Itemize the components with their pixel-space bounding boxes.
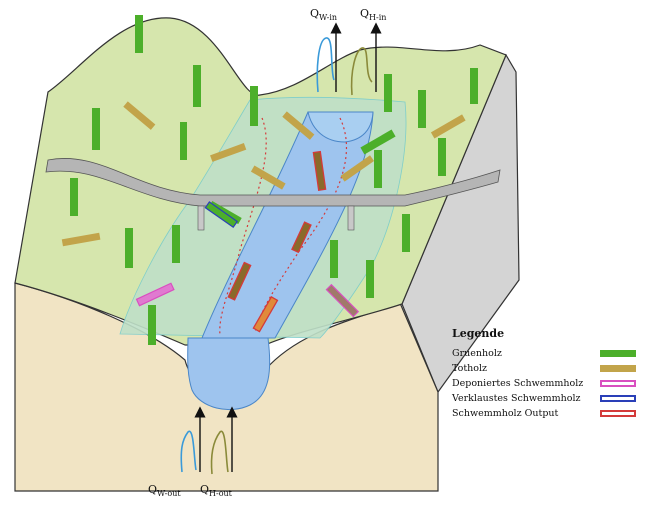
- green-wood-log: [418, 90, 426, 128]
- water-outflow-hydrograph: [180, 430, 197, 473]
- road: [45, 158, 501, 207]
- legend-item-deposited: Deponiertes Schwemmholz: [452, 378, 644, 391]
- green-wood-log: [172, 225, 180, 263]
- legend-item-output: Schwemmholz Output: [452, 408, 644, 421]
- blocked-driftwood: [204, 201, 239, 229]
- wood-inflow-hydrograph: [350, 47, 373, 96]
- legend-item-label: Totholz: [452, 363, 488, 374]
- green-wood-log: [360, 129, 396, 155]
- q-h-out-label: QH-out: [200, 483, 232, 499]
- legend-swatch-green-wood: [600, 350, 636, 357]
- inlet-pool: [307, 111, 374, 143]
- dead-wood-log: [340, 155, 375, 182]
- legend-item-label: Verklaustes Schwemmholz: [452, 393, 581, 404]
- legend-item-label: Schwemmholz Output: [452, 408, 559, 419]
- q-w-out-label: QW-out: [148, 483, 181, 499]
- green-wood-log: [330, 240, 338, 278]
- green-wood-log: [135, 15, 143, 53]
- deposited-driftwood: [325, 283, 360, 318]
- dead-wood-log: [282, 111, 315, 140]
- legend: Legende Gruenholz Totholz Deponiertes Sc…: [452, 327, 644, 423]
- legend-swatch-blocked: [600, 395, 636, 402]
- driftwood-output-log: [252, 296, 279, 333]
- dead-wood-log: [430, 114, 466, 139]
- green-wood-log: [402, 214, 410, 252]
- q-w-in-label: QW-in: [310, 7, 338, 23]
- deposited-driftwood: [135, 282, 175, 307]
- driftwood-output-log: [291, 221, 312, 254]
- green-wood-log: [470, 68, 478, 104]
- wood-outflow-hydrograph: [210, 430, 229, 475]
- green-wood-log: [70, 178, 78, 216]
- dead-wood-log: [123, 101, 156, 130]
- green-wood-log: [193, 65, 201, 107]
- legend-swatch-output: [600, 410, 636, 417]
- bridge-pier-right: [347, 205, 355, 231]
- driftwood-output-group: [227, 150, 327, 333]
- dead-wood-group: [61, 101, 466, 247]
- dead-wood-log: [61, 232, 101, 247]
- driftwood-output-log: [312, 150, 327, 191]
- green-wood-log: [148, 305, 156, 345]
- legend-item-label: Gruenholz: [452, 348, 502, 359]
- green-wood-log: [180, 122, 187, 160]
- legend-item-label: Deponiertes Schwemmholz: [452, 378, 584, 389]
- green-wood-log: [374, 150, 382, 188]
- green-wood-log: [366, 260, 374, 298]
- legend-title: Legende: [452, 327, 505, 340]
- green-wood-log: [92, 108, 100, 150]
- green-wood-log: [384, 74, 392, 112]
- legend-item-blocked: Verklaustes Schwemmholz: [452, 393, 644, 406]
- q-h-in-label: QH-in: [360, 7, 387, 23]
- green-wood-log: [438, 138, 446, 176]
- dead-wood-log: [250, 165, 286, 190]
- dead-wood-log: [210, 143, 247, 162]
- green-wood-log: [125, 228, 133, 268]
- green-wood-log: [250, 86, 258, 126]
- legend-item-green-wood: Gruenholz: [452, 348, 644, 361]
- outlet-pool: [187, 337, 271, 411]
- legend-swatch-deposited: [600, 380, 636, 387]
- driftwood-output-log: [227, 261, 252, 301]
- flood-line-left: [219, 117, 267, 336]
- bridge-pier-left: [197, 205, 205, 231]
- legend-swatch-dead-wood: [600, 365, 636, 372]
- legend-item-dead-wood: Totholz: [452, 363, 644, 376]
- water-inflow-hydrograph: [316, 37, 335, 93]
